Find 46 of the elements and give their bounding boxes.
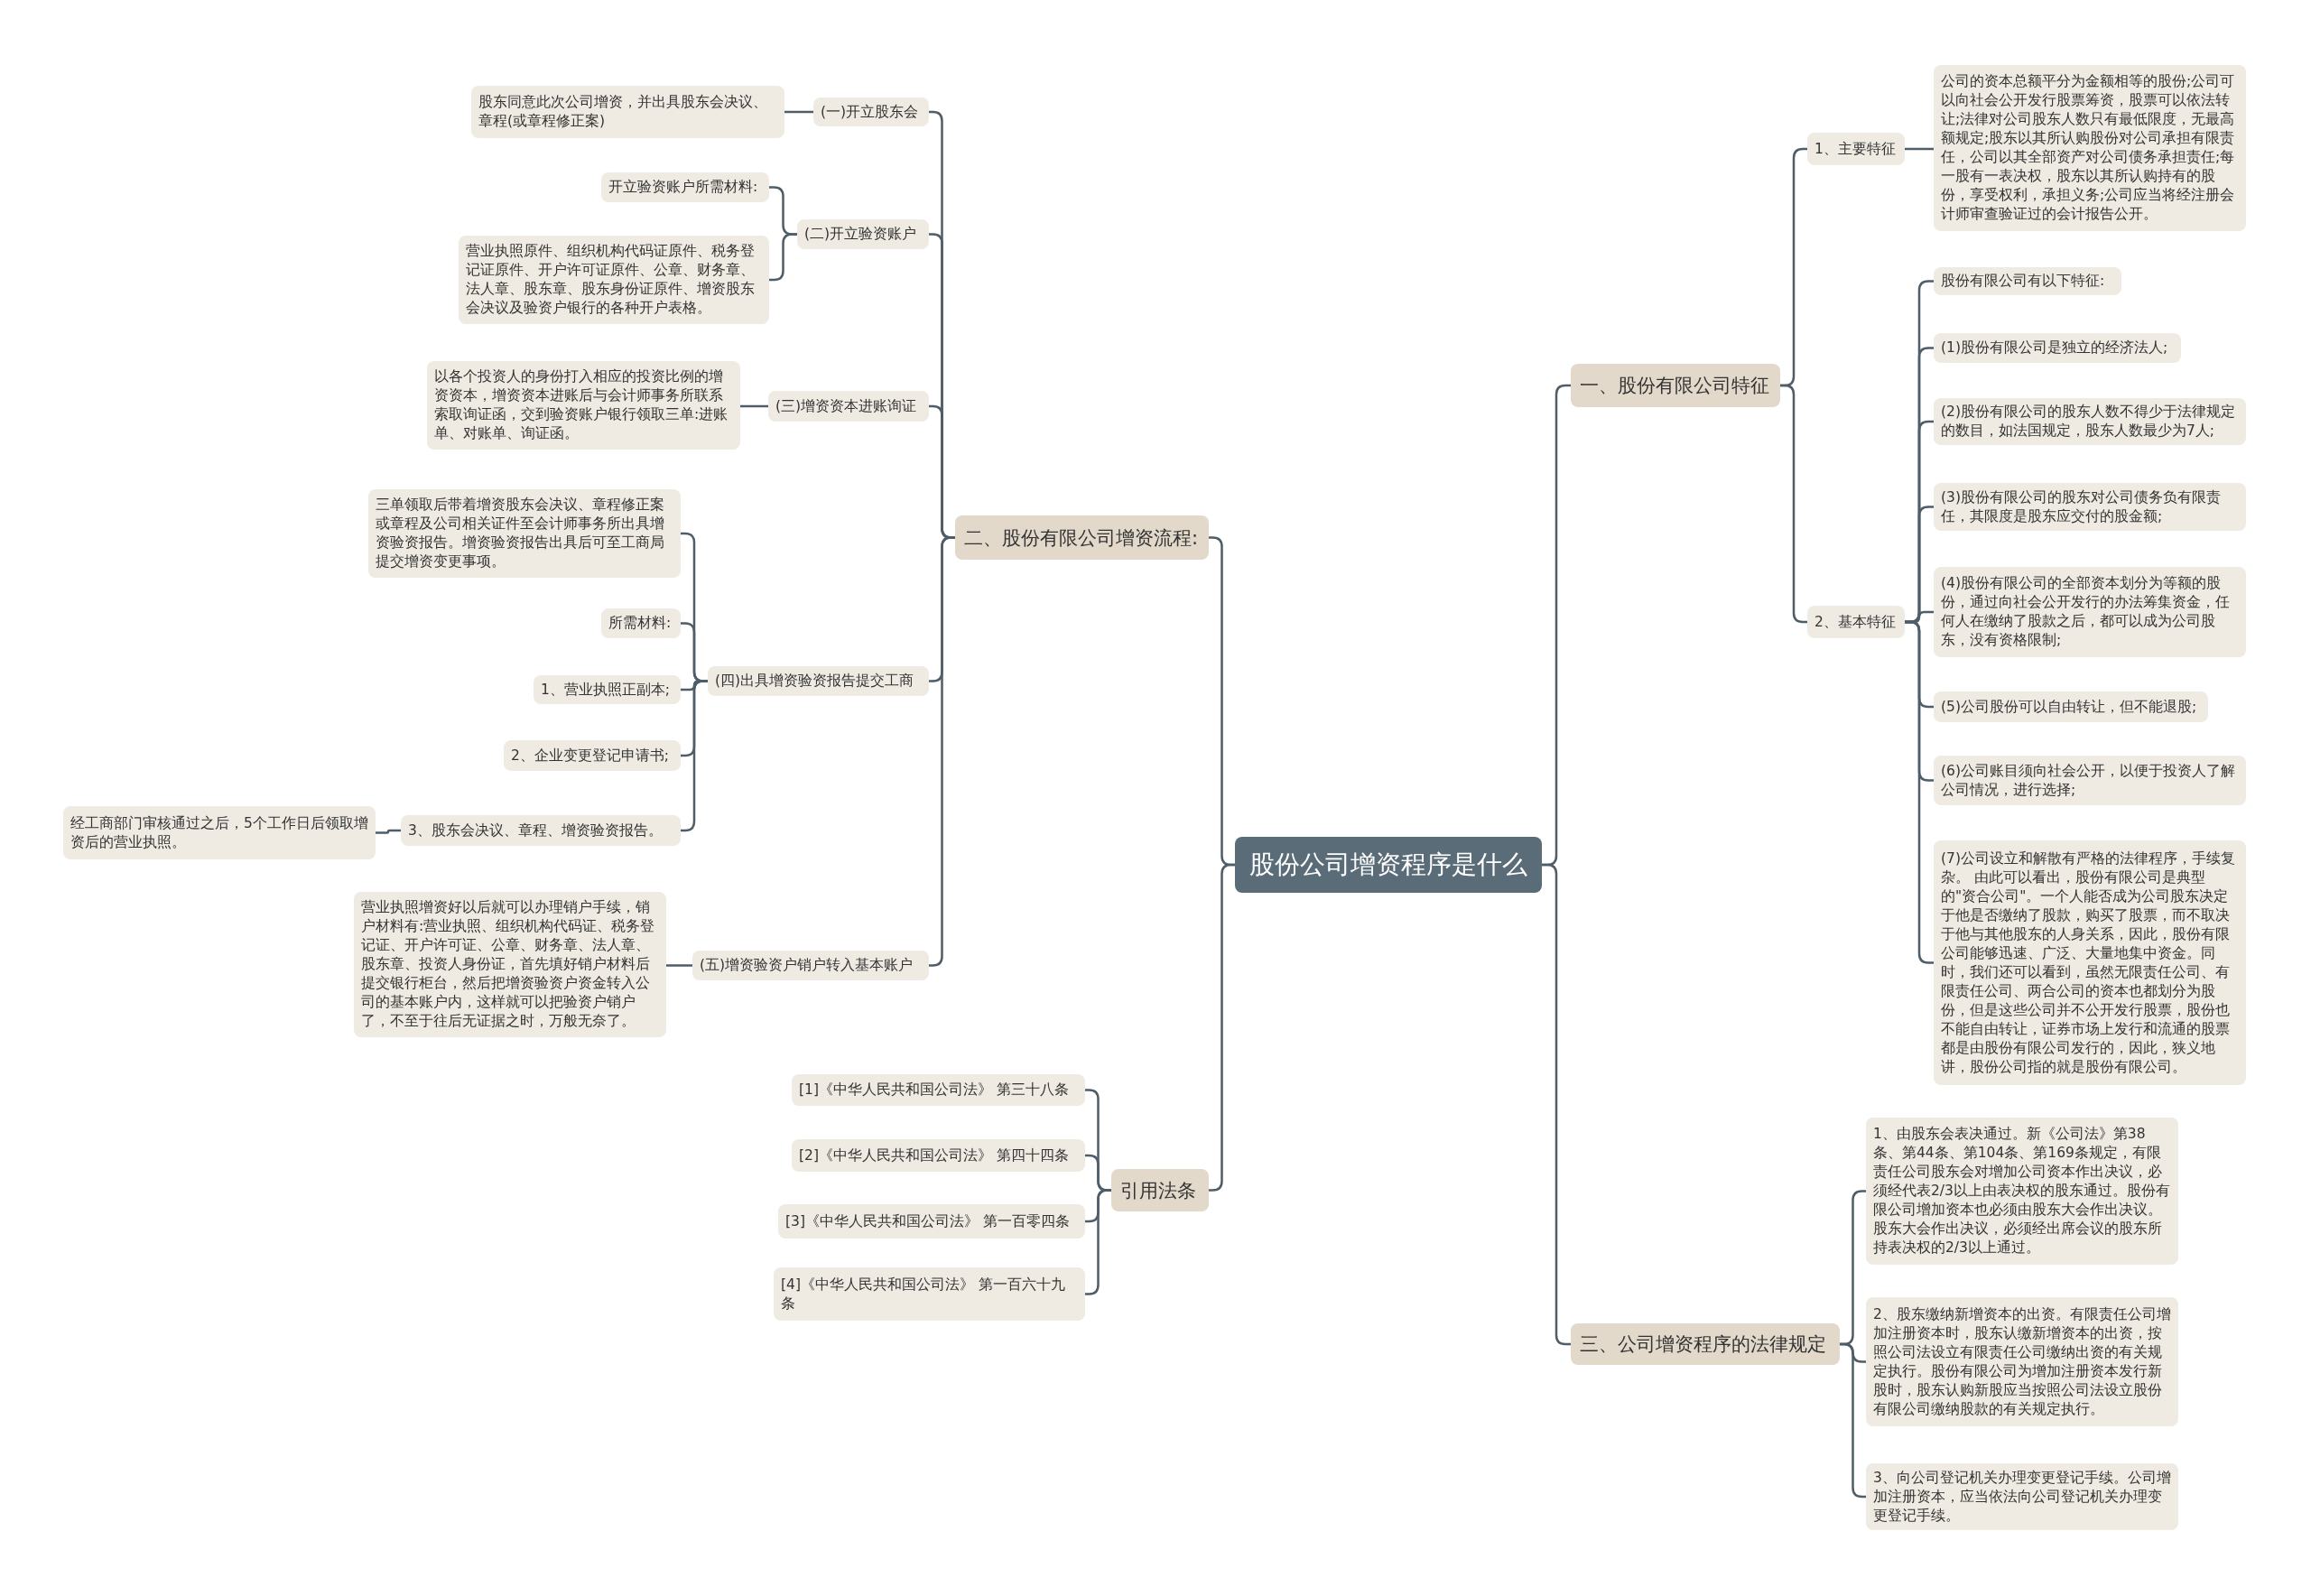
branch-topic: 二、股份有限公司增资流程: xyxy=(955,515,1209,560)
topic-box: [1]《中华人民共和国公司法》 第三十八条 xyxy=(792,1074,1085,1106)
topic-box: [2]《中华人民共和国公司法》 第四十四条 xyxy=(792,1139,1085,1172)
topic-box: (一)开立股东会 xyxy=(813,97,929,126)
topic-box: (4)股份有限公司的全部资本划分为等额的股份，通过向社会公开发行的办法筹集资金，任何人在缴纳了股款之后，都可以成为公司股东，没有资格限制; xyxy=(1934,567,2246,657)
connector-line xyxy=(376,829,401,834)
topic-box: [3]《中华人民共和国公司法》 第一百零四条 xyxy=(778,1204,1085,1239)
connector-line xyxy=(1905,147,1934,151)
branch-topic: 三、公司增资程序的法律规定 xyxy=(1571,1323,1840,1365)
topic-box: 2、企业变更登记申请书; xyxy=(504,740,681,771)
topic-box: (7)公司设立和解散有严格的法律程序，手续复杂。 由此可以看出，股份有限公司是典型的"资合公司"。一个人能否成为公司股东决定于他是否缴纳了股款，购买了股票，而不取决于他与其他股东的人身关系，因此，股份有限公司能够迅速、广泛、大量地集中资金。同时，我们还可以看到，虽然无限责任公司、有限责任公司、两合公司的资本也都划分为股份，但是这些公司并不公开发行股票，股份也不能自由转让，证券市场上发行和流通的股票都是由股份有限公司发行的，因此，狭义地讲，股份公司指的就是股份有限公司。 xyxy=(1934,840,2246,1085)
connector-line xyxy=(784,110,813,114)
topic-box: (四)出具增资验资报告提交工商 xyxy=(708,666,929,696)
topic-box: (6)公司账目须向社会公开，以便于投资人了解公司情况，进行选择; xyxy=(1934,756,2246,805)
topic-box: [4]《中华人民共和国公司法》 第一百六十九条 xyxy=(774,1267,1085,1321)
topic-box: 所需材料: xyxy=(601,608,681,638)
connector-line xyxy=(740,404,768,408)
topic-box: (3)股份有限公司的股东对公司债务负有限责任，其限度是股东应交付的股金额; xyxy=(1934,483,2246,531)
connector-line xyxy=(929,536,955,967)
topic-box: 经工商部门审核通过之后，5个工作日后领取增资后的营业执照。 xyxy=(63,806,376,859)
topic-box: (三)增资资本进账询证 xyxy=(768,391,929,422)
topic-box: 2、基本特征 xyxy=(1807,606,1905,638)
topic-box: 营业执照增资好以后就可以办理销户手续，销户材料有:营业执照、组织机构代码证、税务登记证、开户许可证、公章、财务章、法人章、股东章、投资人身份证，首先填好销户材料后提交银行柜台，然后把增资验资户资金转入公司的基本账户内，这样就可以把验资户销户了，不至于往后无证据之时，万般无奈了。 xyxy=(354,892,666,1037)
topic-box: 股东同意此次公司增资，并出具股东会决议、章程(或章程修正案) xyxy=(471,86,784,138)
topic-box: (2)股份有限公司的股东人数不得少于法律规定的数目，如法国规定，股东人数最少为7人; xyxy=(1934,398,2246,445)
topic-box: (1)股份有限公司是独立的经济法人; xyxy=(1934,333,2181,363)
branch-topic: 一、股份有限公司特征 xyxy=(1571,364,1780,407)
topic-box: (5)公司股份可以自由转让，但不能退股; xyxy=(1934,691,2208,722)
topic-box: 3、向公司登记机关办理变更登记手续。公司增加注册资本，应当依法向公司登记机关办理变更登记手续。 xyxy=(1866,1463,2178,1530)
topic-box: 三单领取后带着增资股东会决议、章程修正案或章程及公司相关证件至会计师事务所出具增资验资报告。增资验资报告出具后可至工商局提交增资变更事项。 xyxy=(368,489,681,578)
topic-box: 3、股东会决议、章程、增资验资报告。 xyxy=(401,815,681,846)
topic-box: (五)增资验资户销户转入基本账户 xyxy=(692,951,929,980)
branch-topic: 引用法条 xyxy=(1111,1169,1209,1211)
topic-box: 1、营业执照正副本; xyxy=(534,675,681,704)
central-topic: 股份公司增资程序是什么 xyxy=(1235,837,1542,893)
topic-box: 1、主要特征 xyxy=(1807,133,1905,165)
topic-box: 2、股东缴纳新增资本的出资。有限责任公司增加注册资本时，股东认缴新增资本的出资，按照公司法设立有限责任公司缴纳出资的有关规定执行。股份有限公司为增加注册资本发行新股时，股东认购新股应当按照公司法设立股份有限公司缴纳股款的有关规定执行。 xyxy=(1866,1297,2178,1426)
topic-box: 开立验资账户所需材料: xyxy=(601,172,769,202)
topic-box: 公司的资本总额平分为金额相等的股份;公司可以向社会公开发行股票筹资，股票可以依法转让;法律对公司股东人数只有最低限度，无最高额规定;股东以其所认购股份对公司承担有限责任，公司以其全部资产对公司债务承担责任;每一股有一表决权，股东以其所认购持有的股份，享受权利，承担义务;公司应当将经注册会计师审查验证过的会计报告公开。 xyxy=(1934,65,2246,231)
topic-box: 股份有限公司有以下特征: xyxy=(1934,267,2121,295)
connector-line xyxy=(666,964,692,967)
topic-box: (二)开立验资账户 xyxy=(797,219,929,249)
topic-box: 1、由股东会表决通过。新《公司法》第38条、第44条、第104条、第169条规定，有限责任公司股东会对增加公司资本作出决议，必须经代表2/3以上由表决权的股东通过。股份有限公司增加资本也必须由股东大会作出决议。股东大会作出决议，必须经出席会议的股东所持表决权的2/3以上通过。 xyxy=(1866,1118,2178,1265)
connector-line xyxy=(769,233,797,282)
topic-box: 以各个投资人的身份打入相应的投资比例的增资资本，增资资本进账后与会计师事务所联系索取询证函，交到验资账户银行领取三单:进账单、对账单、询证函。 xyxy=(427,361,740,450)
topic-box: 营业执照原件、组织机构代码证原件、税务登记证原件、开户许可证原件、公章、财务章、法人章、股东章、股东身份证原件、增资股东会决议及验资户银行的各种开户表格。 xyxy=(459,236,769,324)
